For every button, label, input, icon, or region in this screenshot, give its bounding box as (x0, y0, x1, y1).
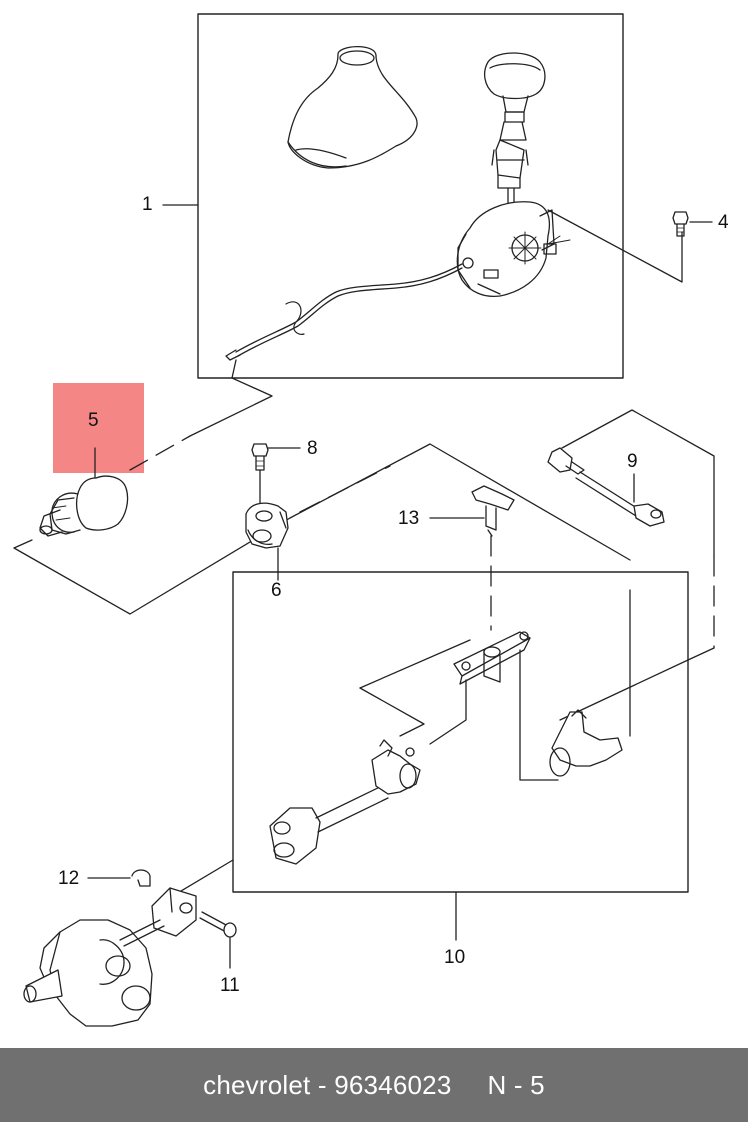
leader-dashes-4 (547, 209, 683, 283)
bolt-4-drawing (672, 211, 689, 237)
shift-fork-rear-drawing (549, 709, 623, 777)
callout-8: 8 (307, 438, 318, 459)
callout-9: 9 (627, 451, 638, 472)
callout-13: 13 (398, 508, 420, 529)
footer-ref: N - 5 (487, 1069, 545, 1100)
link-rod-9-drawing (547, 447, 665, 527)
bracket-6-drawing (245, 502, 289, 549)
footer-brand: chevrolet (203, 1069, 311, 1100)
bushing-5-drawing (39, 475, 129, 537)
gearbox-housing-drawing (23, 919, 165, 1027)
callout-4: 4 (718, 212, 729, 233)
footer-separator: - (317, 1069, 327, 1100)
parts-exploded-diagram (13, 13, 715, 1027)
shift-knob-lever-drawing (483, 52, 546, 206)
frame-box-1 (197, 13, 624, 379)
callout-10: 10 (444, 947, 466, 968)
shift-shaft-drawing (269, 739, 421, 865)
callout-1: 1 (142, 194, 153, 215)
selector-plate-drawing (453, 631, 531, 685)
callout-12: 12 (58, 868, 80, 889)
shift-boot-drawing (287, 46, 418, 169)
assembly-outline-5-6 (13, 517, 291, 615)
callout-6: 6 (271, 580, 282, 601)
shift-cable-drawing (225, 263, 463, 361)
callout-5: 5 (88, 410, 99, 431)
clip-12-drawing (131, 869, 151, 887)
callout-11: 11 (220, 975, 240, 996)
frame-box-10 (232, 571, 689, 893)
bolt-11-drawing (199, 911, 237, 938)
pivot-bracket-drawing (151, 887, 197, 937)
highlight-box-part-5 (53, 383, 144, 473)
footer-bar: chevrolet - 96346023 N - 5 (0, 1048, 748, 1122)
footer-part-number: 96346023 (334, 1069, 452, 1100)
shift-housing-drawing (456, 201, 557, 298)
outline-9 (561, 409, 715, 557)
bolt-8-drawing (251, 443, 269, 471)
pin-13-drawing (471, 485, 515, 537)
